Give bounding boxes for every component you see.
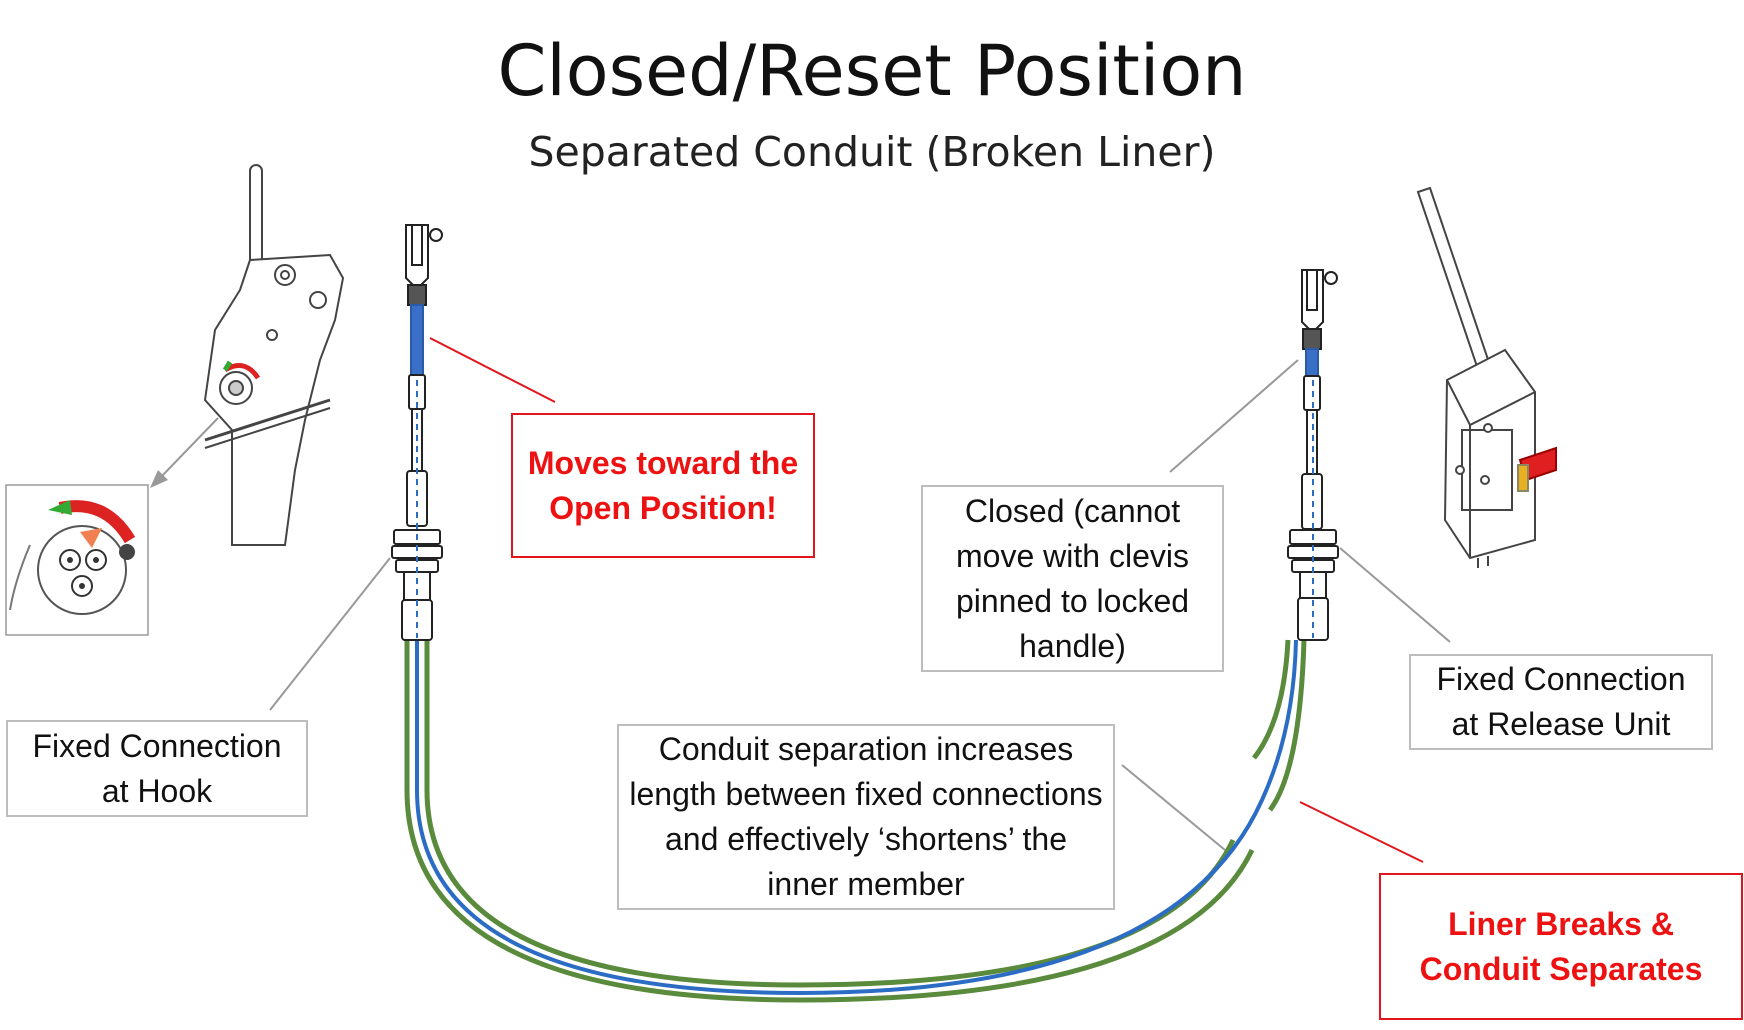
liner-breaks-callout: Liner Breaks & Conduit Separates <box>1379 873 1743 1020</box>
leader-fixed-release <box>1339 547 1451 643</box>
leader-conduit-separation <box>1121 764 1226 851</box>
leader-fixed-hook <box>269 557 391 711</box>
leader-liner-breaks <box>1299 801 1424 863</box>
fixed-hook-callout: Fixed Connection at Hook <box>6 720 308 817</box>
conduit-separated-segment-inner <box>1252 639 1291 760</box>
fixed-release-callout: Fixed Connection at Release Unit <box>1409 654 1713 750</box>
inset-pointer <box>159 417 219 479</box>
conduit-separation-callout: Conduit separation increases length betw… <box>617 724 1115 910</box>
page-title: Closed/Reset Position <box>497 30 1247 112</box>
hook-detail-inset-icon <box>5 484 149 636</box>
moves-toward-callout: Moves toward the Open Position! <box>511 413 815 558</box>
hook-release-mechanism-icon <box>203 164 345 546</box>
right-cable-end <box>1287 269 1339 641</box>
page-subtitle: Separated Conduit (Broken Liner) <box>528 128 1216 176</box>
conduit-separated-segment-outer <box>1267 639 1307 812</box>
inner-member-line <box>415 639 1298 996</box>
left-cable-end <box>391 224 443 641</box>
leader-moves-toward <box>429 337 556 403</box>
conduit-outer-line <box>404 640 1255 1003</box>
release-unit-handle-icon <box>1416 186 1557 568</box>
closed-note-callout: Closed (cannot move with clevis pinned t… <box>921 485 1224 672</box>
cable-assembly <box>404 639 1307 1003</box>
leader-closed <box>1169 359 1299 473</box>
